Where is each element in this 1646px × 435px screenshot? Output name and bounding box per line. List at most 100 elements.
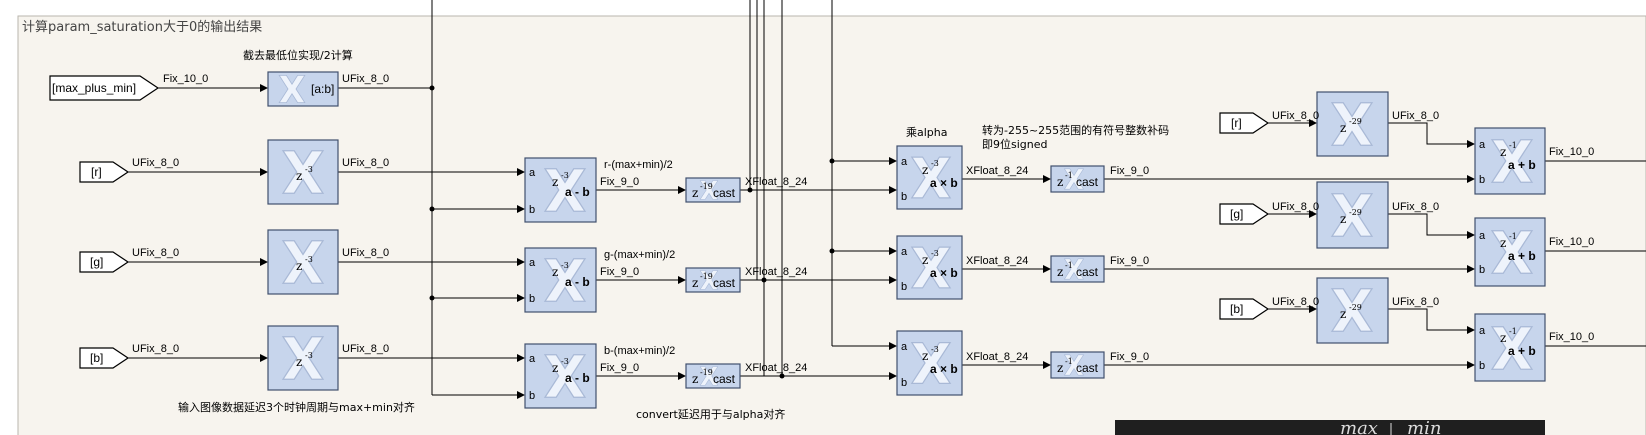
svg-text:-3: -3 xyxy=(561,171,569,180)
signal-label: Fix_10_0 xyxy=(163,73,208,85)
multiplier-block-g[interactable]: a b z -3 a × b xyxy=(896,235,963,300)
svg-text:a: a xyxy=(529,257,536,269)
signal-label: Fix_9_0 xyxy=(600,266,639,278)
slice-block[interactable]: [a:b] xyxy=(267,71,339,107)
cast-block-b[interactable]: z -1 cast xyxy=(1050,351,1105,379)
delay-note: 输入图像数据延迟3个时钟周期与max+min对齐 xyxy=(178,400,415,414)
svg-text:-19: -19 xyxy=(700,368,713,377)
svg-text:a: a xyxy=(901,156,908,168)
delay29-block-b[interactable]: z -29 xyxy=(1316,277,1389,344)
svg-text:-1: -1 xyxy=(1065,261,1073,270)
input-tag-b-right[interactable]: [b] xyxy=(1219,298,1270,320)
convert-block-r[interactable]: z -19 cast xyxy=(685,177,741,203)
adder-block-g[interactable]: a b z -1 a + b xyxy=(1474,217,1546,287)
signal-label: Fix_9_0 xyxy=(600,362,639,374)
signal-label: UFix_8_0 xyxy=(132,343,179,355)
svg-text:a: a xyxy=(1479,230,1486,242)
adder-block-b[interactable]: a b z -1 a + b xyxy=(1474,313,1546,382)
signal-label: UFix_8_0 xyxy=(132,157,179,169)
svg-text:z: z xyxy=(922,163,928,177)
sub-label-b: b-(max+min)/2 xyxy=(604,345,675,357)
input-tag-r-right[interactable]: [r] xyxy=(1219,112,1270,134)
svg-text:[g]: [g] xyxy=(1230,207,1243,221)
signal-label: UFix_8_0 xyxy=(342,73,389,85)
bottom-panel xyxy=(1115,420,1545,435)
svg-text:z: z xyxy=(552,361,558,375)
signal-label: XFloat_8_24 xyxy=(966,165,1028,177)
signal-label: XFloat_8_24 xyxy=(745,266,807,278)
svg-text:-3: -3 xyxy=(561,261,569,270)
cast-block-r[interactable]: z -1 cast xyxy=(1050,165,1105,193)
svg-text:b: b xyxy=(901,281,907,293)
bottom-panel-max: max xyxy=(1340,418,1378,435)
svg-text:-3: -3 xyxy=(931,345,939,354)
range-note-line1: 转为-255~255范围的有符号整数补码 xyxy=(982,123,1169,137)
signal-label: UFix_8_0 xyxy=(342,247,389,259)
input-tag-b[interactable]: [b] xyxy=(79,347,130,369)
delay-block-r[interactable]: z -3 xyxy=(267,139,339,205)
svg-text:z: z xyxy=(692,276,698,290)
svg-text:z: z xyxy=(1500,145,1506,159)
signal-label: UFix_8_0 xyxy=(1272,110,1319,122)
signal-label: Fix_10_0 xyxy=(1549,236,1594,248)
svg-text:-19: -19 xyxy=(700,182,713,191)
svg-text:a + b: a + b xyxy=(1508,344,1536,358)
svg-text:cast: cast xyxy=(713,372,736,386)
convert-block-b[interactable]: z -19 cast xyxy=(685,363,741,389)
svg-text:[g]: [g] xyxy=(90,255,103,269)
delay-block-b[interactable]: z -3 xyxy=(267,325,339,391)
signal-label: XFloat_8_24 xyxy=(966,351,1028,363)
svg-text:a × b: a × b xyxy=(930,362,958,376)
svg-text:-1: -1 xyxy=(1065,357,1073,366)
svg-text:-29: -29 xyxy=(1349,208,1362,217)
svg-text:-29: -29 xyxy=(1349,303,1362,312)
signal-label: UFix_8_0 xyxy=(1392,201,1439,213)
multiplier-block-r[interactable]: a b z -3 a × b xyxy=(896,145,963,210)
delay-block-g[interactable]: z -3 xyxy=(267,229,339,295)
signal-label: Fix_10_0 xyxy=(1549,331,1594,343)
delay29-block-g[interactable]: z -29 xyxy=(1316,181,1389,249)
range-note-line2: 即9位signed xyxy=(982,137,1048,151)
subtractor-block-g[interactable]: a b z -3 a - b xyxy=(524,247,597,313)
svg-text:z: z xyxy=(922,349,928,363)
svg-text:a: a xyxy=(1479,139,1486,151)
svg-text:z: z xyxy=(692,186,698,200)
svg-text:-1: -1 xyxy=(1509,327,1517,336)
svg-text:[r]: [r] xyxy=(91,165,102,179)
svg-text:-3: -3 xyxy=(305,351,313,360)
input-tag-r[interactable]: [r] xyxy=(79,161,130,183)
subtractor-block-r[interactable]: a b z -3 a - b xyxy=(524,157,597,223)
input-tag-max-plus-min[interactable]: [max_plus_min] xyxy=(49,75,160,101)
svg-text:cast: cast xyxy=(1076,265,1099,279)
svg-text:a + b: a + b xyxy=(1508,158,1536,172)
cast-block-g[interactable]: z -1 cast xyxy=(1050,255,1105,283)
multiplier-block-b[interactable]: a b z -3 a × b xyxy=(896,330,963,396)
subtractor-block-b[interactable]: a b z -3 a - b xyxy=(524,343,597,409)
svg-text:-3: -3 xyxy=(561,357,569,366)
svg-text:[b]: [b] xyxy=(90,351,103,365)
svg-text:cast: cast xyxy=(713,186,736,200)
svg-text:b: b xyxy=(529,390,535,402)
svg-text:a × b: a × b xyxy=(930,266,958,280)
svg-text:-3: -3 xyxy=(931,159,939,168)
signal-label: UFix_8_0 xyxy=(132,247,179,259)
adder-block-r[interactable]: a b z -1 a + b xyxy=(1474,127,1546,195)
svg-text:b: b xyxy=(1479,174,1485,186)
convert-block-g[interactable]: z -19 cast xyxy=(685,267,741,293)
svg-text:z: z xyxy=(1057,265,1063,279)
input-tag-g-right[interactable]: [g] xyxy=(1219,203,1270,225)
svg-text:cast: cast xyxy=(1076,361,1099,375)
svg-text:a: a xyxy=(901,246,908,258)
wires xyxy=(128,0,1646,399)
input-tag-g[interactable]: [g] xyxy=(79,251,130,273)
convert-note: convert延迟用于与alpha对齐 xyxy=(636,407,785,421)
alpha-note: 乘alpha xyxy=(906,126,948,139)
subsystem-title: 计算param_saturation大于0的输出结果 xyxy=(22,19,262,35)
signal-label: Fix_9_0 xyxy=(600,176,639,188)
signal-label: UFix_8_0 xyxy=(1392,110,1439,122)
svg-text:[max_plus_min]: [max_plus_min] xyxy=(52,81,136,95)
svg-text:a: a xyxy=(529,167,536,179)
delay29-block-r[interactable]: z -29 xyxy=(1316,91,1389,157)
signal-label: UFix_8_0 xyxy=(342,157,389,169)
